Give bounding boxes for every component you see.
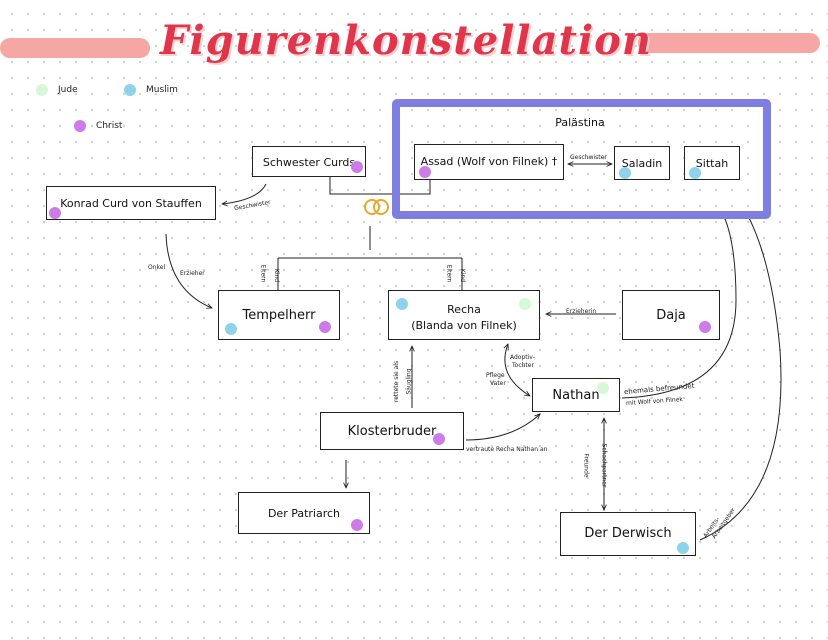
- edge-schwester-assad: [329, 176, 431, 195]
- node-recha-label-line1: Recha: [447, 303, 481, 316]
- edge-kloster-nathan: [465, 414, 540, 441]
- node-derwisch[interactable]: Der Derwisch: [560, 512, 696, 556]
- edge-label-freunde-1: Freunde: [582, 453, 590, 478]
- muslim-dot-icon: [677, 542, 689, 554]
- node-schwester-curds-label: Schwester Curds: [262, 156, 356, 169]
- legend-jude-label: Jude: [58, 85, 78, 95]
- jude-dot-icon: [36, 84, 48, 96]
- title-decoration-right: [638, 33, 820, 53]
- edge-label-rettete-1: rettete sie als: [393, 360, 401, 403]
- christ-dot-icon: [433, 433, 445, 445]
- legend-christ-label: Christ: [96, 121, 123, 131]
- title-decoration-left: [0, 38, 150, 58]
- node-saladin[interactable]: Saladin: [614, 146, 670, 180]
- edge-label-erzieher: Erzieher: [180, 270, 205, 277]
- page-title: Figurenkonstellation: [160, 17, 652, 64]
- muslim-dot-icon: [124, 84, 136, 96]
- node-nathan-label: Nathan: [552, 388, 600, 403]
- node-recha-label-line2: (Blanda von Filnek): [411, 319, 517, 332]
- node-patriarch[interactable]: Der Patriarch: [238, 492, 370, 534]
- edge-label-adoptiv-1: Adoptiv-: [510, 354, 535, 361]
- christ-dot-icon: [49, 207, 61, 219]
- node-tempelherr[interactable]: Tempelherr: [218, 290, 340, 340]
- edge-konrad-tempelherr: [165, 233, 212, 308]
- edge-nathan-palestine: [621, 212, 737, 399]
- christ-dot-icon: [419, 166, 431, 178]
- jude-dot-icon: [597, 382, 609, 394]
- edge-family-bar: [277, 257, 463, 290]
- edge-label-kind-left: Kind: [273, 268, 281, 283]
- node-klosterbruder-label: Klosterbruder: [347, 424, 437, 439]
- edge-label-vertraute: vertraute Recha Nathan an: [466, 446, 548, 453]
- node-patriarch-label: Der Patriarch: [267, 507, 341, 520]
- legend-muslim-label: Muslim: [146, 85, 178, 95]
- edge-schwester-konrad: [222, 183, 267, 204]
- node-daja[interactable]: Daja: [622, 290, 720, 340]
- palestine-frame: [392, 99, 771, 219]
- node-konrad[interactable]: Konrad Curd von Stauffen: [46, 186, 216, 220]
- node-nathan[interactable]: Nathan: [532, 378, 620, 412]
- muslim-dot-icon: [619, 167, 631, 179]
- edge-label-eltern-right: Eltern: [445, 264, 453, 283]
- edge-derwisch-palestine: [699, 212, 782, 541]
- legend-jude: Jude: [36, 84, 78, 96]
- edge-label-geschwister-right: Geschwister: [570, 154, 607, 161]
- edge-label-erzieherin: Erzieherin: [566, 308, 597, 315]
- wedding-rings-icon: [364, 199, 389, 215]
- edge-label-pflege-1: Pflege: [486, 372, 505, 379]
- edge-recha-nathan: [505, 344, 530, 396]
- christ-dot-icon: [351, 519, 363, 531]
- title-banner: Figurenkonstellation: [0, 0, 828, 80]
- node-konrad-label: Konrad Curd von Stauffen: [60, 197, 202, 210]
- node-klosterbruder[interactable]: Klosterbruder: [320, 412, 464, 450]
- edge-label-adoptiv-2: Tochter: [512, 362, 534, 369]
- node-schwester-curds[interactable]: Schwester Curds: [252, 146, 366, 177]
- palestine-label: Palästina: [555, 116, 605, 129]
- edge-label-kind-right: Kind: [459, 268, 467, 283]
- christ-dot-icon: [74, 120, 86, 132]
- jude-dot-icon: [519, 298, 531, 310]
- node-assad[interactable]: Assad (Wolf von Filnek) †: [414, 144, 564, 180]
- node-saladin-label: Saladin: [621, 157, 663, 170]
- edge-label-freunde-2: Schachpartner: [600, 443, 608, 488]
- node-sittah[interactable]: Sittah: [684, 146, 740, 180]
- muslim-dot-icon: [225, 323, 237, 335]
- edge-label-onkel: Onkel: [148, 264, 166, 271]
- muslim-dot-icon: [689, 167, 701, 179]
- christ-dot-icon: [351, 161, 363, 173]
- node-tempelherr-label: Tempelherr: [242, 308, 316, 323]
- edge-label-eltern-left: Eltern: [259, 264, 267, 283]
- node-assad-label: Assad (Wolf von Filnek) †: [420, 155, 558, 168]
- christ-dot-icon: [319, 321, 331, 333]
- christ-dot-icon: [699, 321, 711, 333]
- node-derwisch-label: Der Derwisch: [584, 526, 672, 541]
- edge-label-pflege-2: Vater: [490, 380, 506, 387]
- legend-muslim: Muslim: [124, 84, 178, 96]
- node-daja-label: Daja: [656, 308, 686, 323]
- node-recha[interactable]: Recha (Blanda von Filnek): [388, 290, 540, 340]
- legend-christ: Christ: [74, 120, 122, 132]
- edge-label-rettete-2: Säugling: [405, 368, 413, 395]
- muslim-dot-icon: [396, 298, 408, 310]
- node-sittah-label: Sittah: [695, 157, 729, 170]
